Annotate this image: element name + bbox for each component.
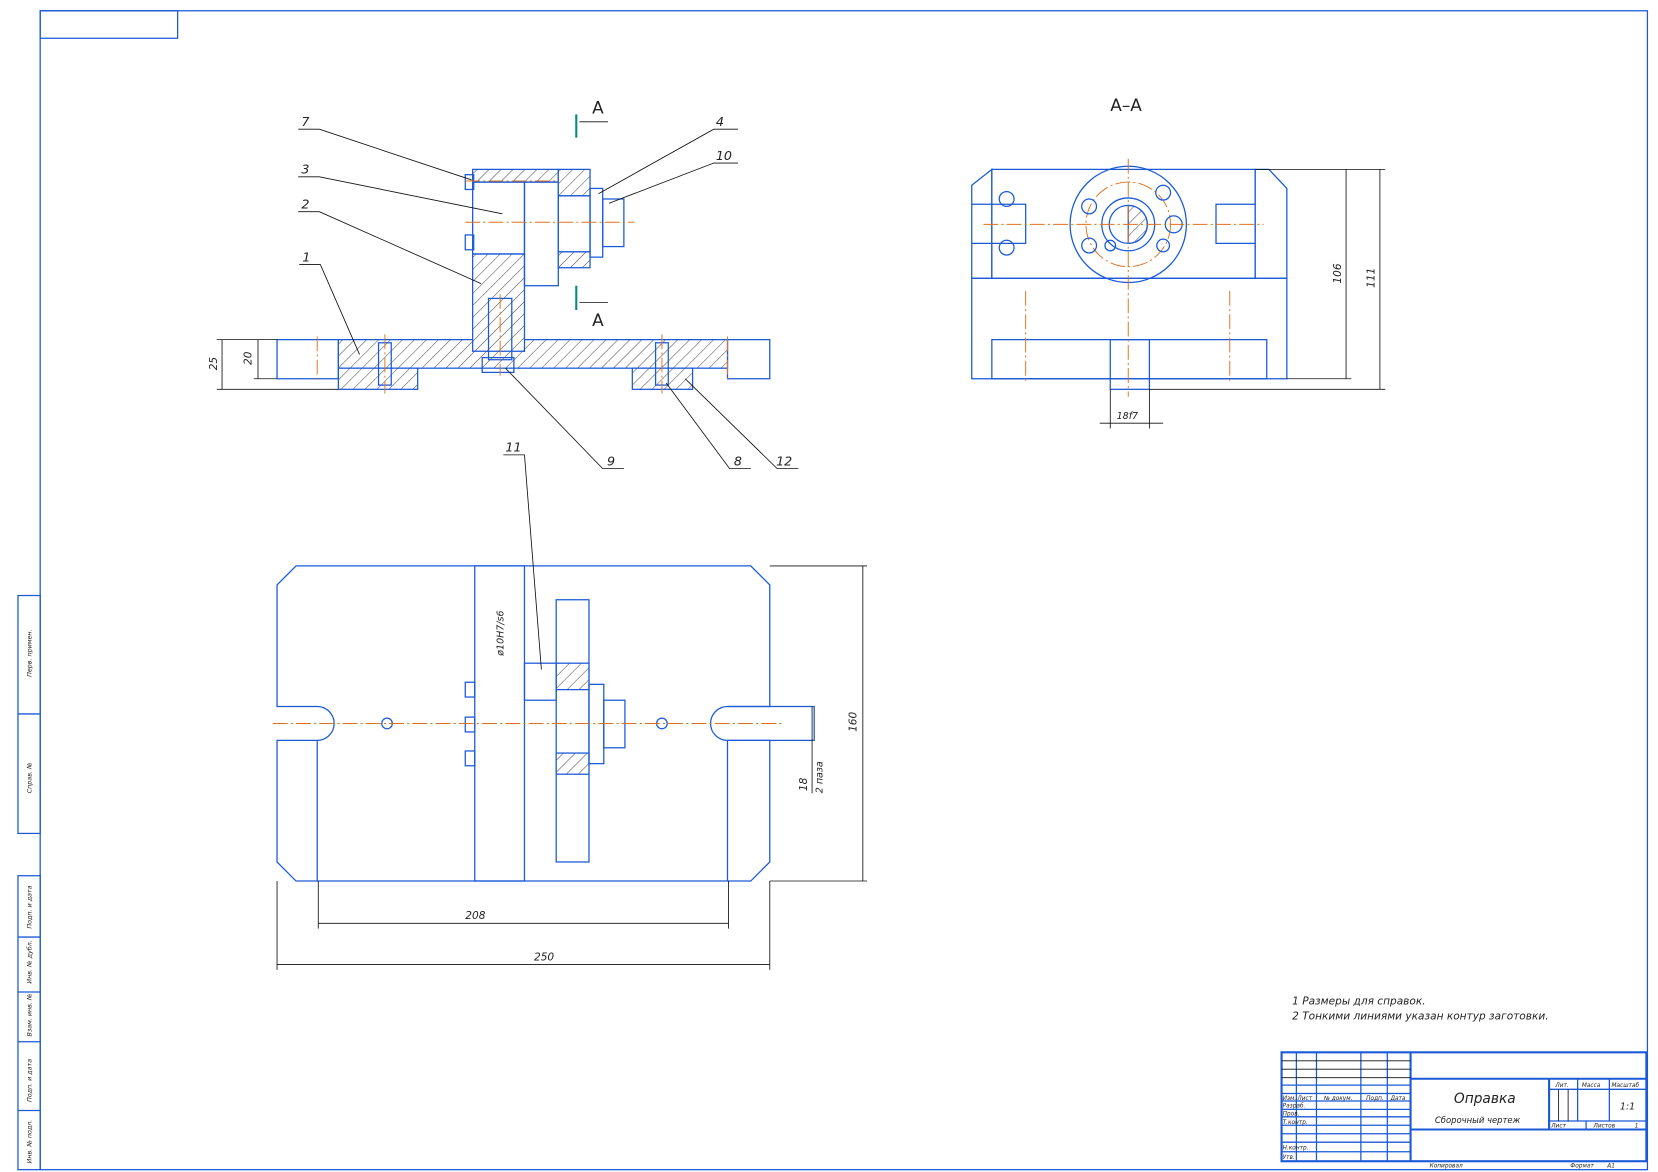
- drawing-frame: [39, 10, 1649, 1171]
- role-label: Утв.: [1283, 1155, 1295, 1161]
- document-type: Сборочный чертеж: [1435, 1115, 1521, 1125]
- technical-notes: 1 Размеры для справок. 2 Тонкими линиями…: [1292, 996, 1548, 1023]
- sheets-label: Листов: [1592, 1123, 1615, 1129]
- dim-20: 20: [243, 351, 255, 365]
- role-label: Т.контр.: [1283, 1120, 1308, 1126]
- callout-4: 4: [716, 114, 724, 129]
- callout-9: 9: [607, 453, 615, 468]
- header-label: Дата: [1389, 1096, 1405, 1102]
- format-label: Формат: [1570, 1164, 1594, 1170]
- callout-10: 10: [716, 148, 732, 163]
- title-block: Изм. Лист № докум. Подп. Дата Разраб. Пр…: [1280, 1051, 1648, 1170]
- header-label: Изм.: [1283, 1096, 1297, 1102]
- role-label: Н.контр.: [1283, 1146, 1309, 1152]
- section-label: А: [592, 97, 604, 117]
- dim-fit: ø10H7/s6: [495, 610, 506, 656]
- scale-value: 1:1: [1620, 1101, 1635, 1112]
- callout-2: 2: [301, 197, 309, 212]
- stamp-label: Инв. № подл.: [27, 1120, 34, 1164]
- dim-slots: 2 паза: [815, 761, 826, 793]
- stamp-label: Справ. №: [27, 762, 34, 793]
- sheets-count: 1: [1635, 1123, 1639, 1129]
- dim-250: 250: [534, 951, 554, 963]
- dim-25: 25: [208, 357, 220, 371]
- dim-160: 160: [847, 711, 859, 731]
- callout-11: 11: [505, 440, 521, 455]
- role-label: Пров.: [1283, 1112, 1300, 1118]
- section-label: А: [592, 310, 604, 330]
- dim-106: 106: [1332, 263, 1344, 283]
- stamp-label: Перв. примен.: [27, 629, 34, 677]
- callout-1: 1: [302, 249, 310, 264]
- role-label: Разраб.: [1283, 1103, 1306, 1109]
- header-label: Подп.: [1366, 1096, 1384, 1102]
- mass-label: Масса: [1582, 1083, 1601, 1089]
- side-stamp: Перв. примен. Справ. № Подп. и дата Инв.…: [17, 594, 41, 1171]
- front-section-view: А А 7 3 2 1 4 10 9 8 12 25 20: [208, 97, 799, 470]
- section-a-a-view: А–А 106 111 18f7: [971, 95, 1386, 429]
- plan-view: 11 ø10H7/s6 160 18 2 паза 208 250: [272, 440, 868, 970]
- scale-label: Масштаб: [1611, 1083, 1639, 1089]
- callout-3: 3: [301, 162, 309, 177]
- header-label: № докум.: [1323, 1096, 1353, 1102]
- header-label: Лист: [1296, 1096, 1312, 1102]
- note: 2 Тонкими линиями указан контур заготовк…: [1292, 1011, 1548, 1023]
- stamp-label: Подп. и дата: [27, 1059, 34, 1102]
- note: 1 Размеры для справок.: [1292, 996, 1426, 1008]
- drawing-name: Оправка: [1454, 1091, 1516, 1107]
- dim-18f7: 18f7: [1117, 411, 1138, 422]
- dim-111: 111: [1366, 268, 1378, 288]
- callout-12: 12: [776, 453, 792, 468]
- stamp-label: Инв. № дубл.: [26, 940, 34, 983]
- dim-18: 18: [798, 777, 810, 791]
- callout-8: 8: [734, 453, 742, 468]
- dim-208: 208: [465, 910, 485, 922]
- sheet-label: Лист: [1550, 1123, 1566, 1129]
- format-value: A1: [1606, 1164, 1615, 1170]
- stamp-label: Подп. и дата: [27, 885, 34, 928]
- section-title: А–А: [1110, 95, 1142, 115]
- copied-label: Копировал: [1430, 1164, 1463, 1170]
- callout-7: 7: [301, 114, 309, 129]
- stamp-label: Взам. инв. №: [27, 993, 34, 1036]
- lit-label: Лит.: [1554, 1083, 1569, 1089]
